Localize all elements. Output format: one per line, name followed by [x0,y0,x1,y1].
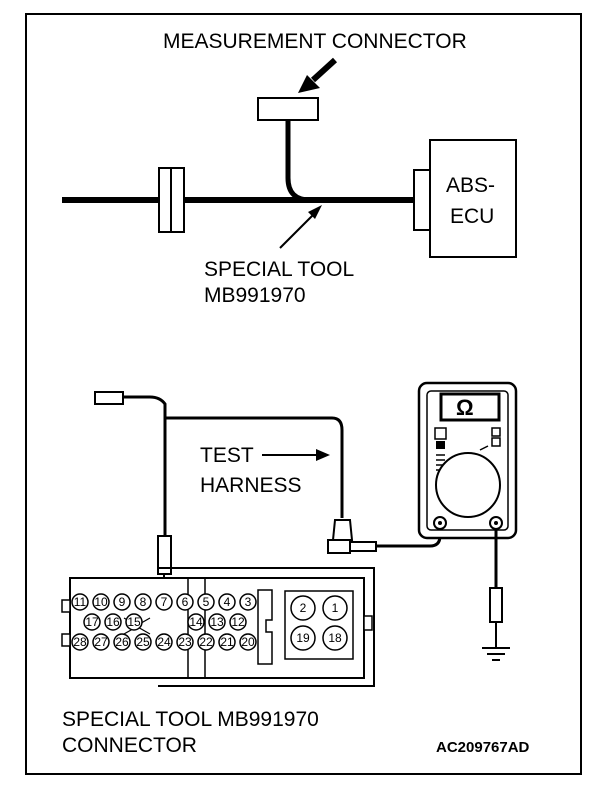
pin-label: 16 [106,615,120,629]
special-tool-arrow-icon [279,205,322,249]
ohmmeter: Ω [417,381,518,540]
ground-icon [482,647,510,661]
pin-label: 9 [119,595,126,609]
pin-label: 10 [94,595,108,609]
test-harness-arrow-icon [262,449,330,461]
pin-large-group: 2 1 19 18 [290,595,348,651]
pin-label: 13 [210,615,224,629]
pin-label: 25 [136,635,150,649]
pin-label: 2 [300,601,307,615]
pin-label: 28 [73,635,87,649]
measurement-connector-label: MEASUREMENT CONNECTOR [163,30,467,53]
pin-label: 14 [189,615,203,629]
pin-label: 24 [157,635,171,649]
inline-connector-right [170,167,185,233]
pin-label: 19 [296,631,310,645]
pin-label: 27 [94,635,108,649]
pin-label: 21 [220,635,234,649]
pin-label: 1 [332,601,339,615]
abs-ecu-label-2: ECU [450,205,494,228]
abs-ecu-box [429,139,517,258]
special-tool-label-1: SPECIAL TOOL [204,258,354,281]
branch-wire [285,120,311,203]
diagram-frame [25,13,582,775]
pin-row-1: 11 10 9 8 7 6 5 4 3 [71,593,257,611]
pin-label: 5 [203,595,210,609]
pin-row-3: 28 27 26 25 24 23 22 21 20 [71,633,257,651]
pin-label: 11 [74,595,87,609]
pin-label: 4 [224,595,231,609]
meter-dial [435,452,501,518]
bottom-caption-2: CONNECTOR [62,734,197,757]
ground-probe [489,587,503,623]
test-harness-wire [122,395,344,538]
test-harness-label-1: TEST [200,444,254,467]
figure-code: AC209767AD [436,739,530,756]
ohm-icon: Ω [456,395,474,420]
pin-label: 23 [178,635,192,649]
pin-label: 8 [140,595,147,609]
pin-label: 17 [85,615,99,629]
measurement-connector [257,97,319,121]
test-harness-plug [94,391,124,405]
pin-label: 15 [127,615,141,629]
ecu-plug [413,169,431,231]
test-harness-label-2: HARNESS [200,474,302,497]
pin-label: 20 [241,635,255,649]
special-tool-label-2: MB991970 [204,284,306,307]
pin-row-2: 17 16 15 14 13 12 [83,613,247,631]
measurement-arrow-icon [298,57,338,93]
pin-label: 7 [161,595,168,609]
pin-label: 3 [245,595,252,609]
abs-ecu-label-1: ABS- [446,174,495,197]
pin-label: 22 [199,635,213,649]
pin-label: 26 [115,635,129,649]
bottom-caption-1: SPECIAL TOOL MB991970 [62,708,319,731]
pin-label: 6 [182,595,189,609]
pin-label: 12 [231,615,245,629]
test-clip [327,519,377,554]
pin-label: 18 [328,631,342,645]
